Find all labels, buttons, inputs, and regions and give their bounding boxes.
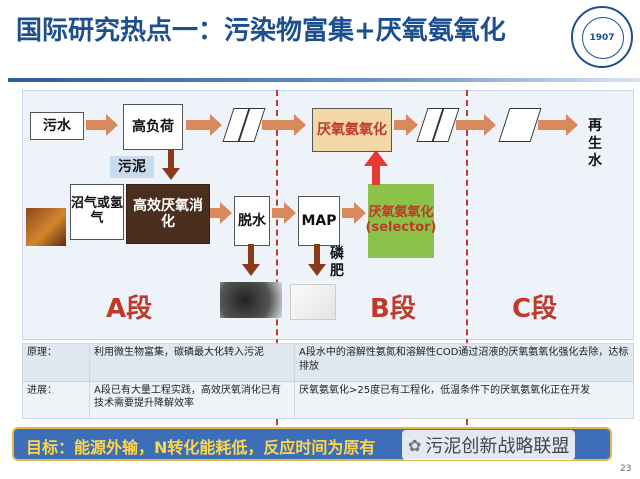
page-number: 23 [620, 464, 632, 474]
arrow-sludge-down [162, 150, 180, 180]
slide-title: 国际研究热点一：污染物富集+厌氧氨氧化 [16, 16, 506, 46]
arrow-highload-to-settler [186, 114, 222, 136]
reclaimed-water-label: 再生水 [588, 118, 602, 169]
table-row: 进展： A段已有大量工程实践，高效厌氧消化已有技术需要提升降解效率 厌氧氨氧化>… [22, 380, 634, 419]
arrow-sewage-to-highload [86, 114, 118, 136]
arrow-digestion-to-dewater [210, 202, 232, 224]
principle-progress-table: 原理： 利用微生物富集，碳磷最大化转入污泥 A段水中的溶解性氨氮和溶解性COD通… [22, 343, 634, 419]
sewage-input: 污水 [30, 112, 84, 140]
arrow-to-anammox [262, 114, 306, 136]
dewatered-sludge-photo [220, 282, 282, 318]
watermark-text: 污泥创新战略联盟 [425, 436, 570, 457]
university-logo: 1907 [571, 6, 633, 68]
stage-separator-2 [466, 90, 468, 445]
biogas-label: 沼气或氢气 [71, 196, 124, 226]
title-divider [8, 78, 640, 82]
table-cell: A段水中的溶解性氨氮和溶解性COD通过沼液的厌氧氨氧化强化去除，达标排放 [294, 343, 634, 382]
sewage-label: 污水 [43, 117, 71, 134]
sludge-label: 污泥 [110, 156, 154, 178]
sludge-text: 污泥 [118, 158, 146, 175]
biogas-plant-photo [26, 208, 66, 246]
arrow-map-to-selector [342, 202, 366, 224]
arrow-selector-stem [372, 165, 380, 185]
phosphate-fertilizer-photo [290, 284, 336, 320]
arrow-selector-to-anammox [364, 150, 388, 166]
arrow-dewater-down [242, 244, 260, 276]
arrow-anammox-to-settler [394, 114, 418, 136]
watermark: ✿ 污泥创新战略联盟 [402, 430, 576, 460]
high-load-label: 高负荷 [132, 118, 174, 135]
biogas-box: 沼气或氢气 [70, 184, 124, 240]
table-cell: 厌氧氨氧化>25度已有工程化，低温条件下的厌氧氨氧化正在开发 [294, 380, 634, 419]
stage-a-label: A段 [106, 294, 153, 324]
wechat-icon: ✿ [408, 435, 422, 455]
dewater-box: 脱水 [234, 196, 270, 246]
logo-inner-ring [582, 17, 624, 59]
arrow-map-down [308, 244, 326, 276]
stage-separator-1 [276, 90, 278, 445]
arrow-to-reclaimed [538, 114, 578, 136]
logo-year: 1907 [589, 33, 615, 43]
anammox-main-box: 厌氧氨氧化 [312, 108, 392, 152]
phosphate-label: 磷肥 [330, 246, 344, 279]
table-cell: 原理： [22, 343, 90, 382]
high-load-box: 高负荷 [123, 104, 183, 150]
table-cell: 利用微生物富集，碳磷最大化转入污泥 [89, 343, 295, 382]
arrow-to-c-settler [456, 114, 496, 136]
map-label: MAP [301, 212, 337, 229]
dewater-label: 脱水 [238, 212, 266, 229]
table-cell: A段已有大量工程实践，高效厌氧消化已有技术需要提升降解效率 [89, 380, 295, 419]
map-box: MAP [298, 196, 340, 246]
table-cell: 进展： [22, 380, 90, 419]
digestion-label: 高效厌氧消化 [133, 197, 203, 230]
selector-label: 厌氧氨氧化(selector) [365, 205, 437, 235]
stage-b-label: B段 [370, 294, 416, 324]
anammox-main-label: 厌氧氨氧化 [317, 121, 387, 138]
selector-box: 厌氧氨氧化(selector) [365, 184, 437, 258]
stage-c-label: C段 [512, 294, 558, 324]
arrow-dewater-to-map [272, 202, 296, 224]
digestion-box: 高效厌氧消化 [126, 184, 210, 244]
table-row: 原理： 利用微生物富集，碳磷最大化转入污泥 A段水中的溶解性氨氮和溶解性COD通… [22, 343, 634, 382]
